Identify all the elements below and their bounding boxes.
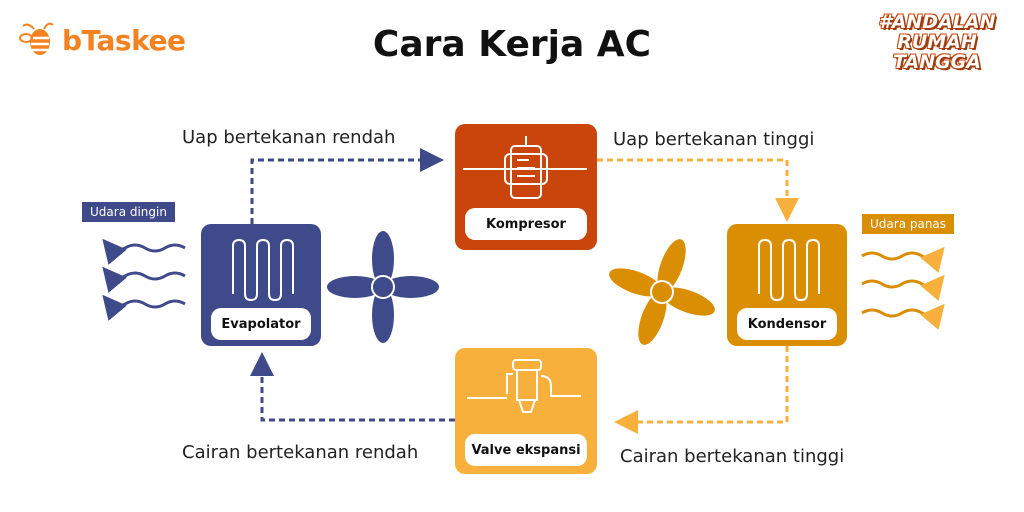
hot-air-arrows [861,246,945,330]
bee-icon [19,22,54,55]
kompresor-icon [463,136,587,199]
valve-icon [467,359,581,413]
low-vapor-label: Uap bertekanan rendah [182,127,396,148]
low-liquid-label: Cairan bertekanan rendah [182,442,419,463]
btaskee-logo: bTaskee [18,20,186,60]
cold-air-arrows [102,238,186,321]
high-vapor-label: Uap bertekanan tinggi [613,129,815,150]
page-title: Cara Kerja AC [372,24,652,65]
high-vapor-line [597,158,799,222]
evaporator-label: Evapolator [211,308,311,340]
kondensor-coil-icon [758,238,820,302]
cold-air-badge: Udara dingin [82,202,175,222]
kompresor-box: Kompresor [455,124,597,250]
condenser-fan-icon [609,239,715,345]
kondensor-label: Kondensor [737,308,837,340]
high-liquid-line [614,346,789,434]
brand-name: bTaskee [62,23,186,57]
valve-box: Valve ekspansi [455,348,597,474]
high-liquid-label: Cairan bertekanan tinggi [620,446,845,467]
valve-label: Valve ekspansi [465,434,587,466]
evaporator-fan-icon [327,231,439,343]
evaporator-coil-icon [232,238,294,302]
hot-air-badge: Udara panas [862,214,955,234]
kondensor-box: Kondensor [727,224,847,346]
low-vapor-line [250,148,444,224]
low-liquid-line [250,352,455,422]
kompresor-label: Kompresor [465,208,587,240]
evaporator-box: Evapolator [201,224,321,346]
